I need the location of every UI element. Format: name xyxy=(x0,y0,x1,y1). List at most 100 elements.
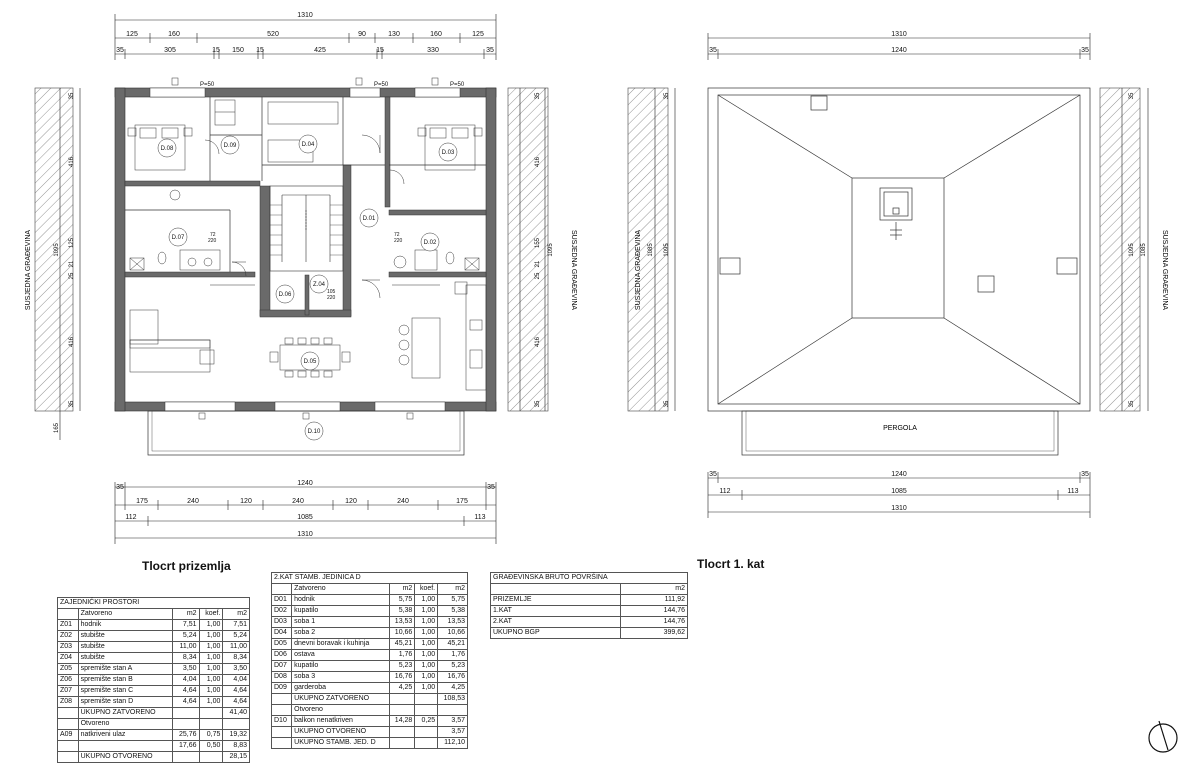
table-cell: 16,76 xyxy=(388,671,416,683)
table-cell: 1,00 xyxy=(198,619,224,631)
table-cell: 1,00 xyxy=(414,660,439,672)
table-cell: D02 xyxy=(270,605,293,617)
left-top-dim: 520 xyxy=(267,31,279,38)
table-cell: spremište stan D xyxy=(77,696,173,708)
table-cell: soba 1 xyxy=(291,616,390,628)
table-cell: 3,57 xyxy=(437,726,468,738)
table-cell xyxy=(57,707,79,719)
table-cell: 25,76 xyxy=(171,729,200,741)
table-cell: 1,00 xyxy=(414,627,439,639)
left-top-dim: 125 xyxy=(472,31,484,38)
table-cell: 11,00 xyxy=(171,641,200,653)
room-label-d02: D.02 xyxy=(424,240,437,246)
table-cell: 19,32 xyxy=(222,729,250,741)
table-cell xyxy=(171,751,200,763)
table-cell xyxy=(171,707,200,719)
left-top-dim: 425 xyxy=(314,47,326,54)
left-top-dim: 160 xyxy=(168,31,180,38)
table-cell xyxy=(388,693,416,705)
table-cell: spremište stan C xyxy=(77,685,173,697)
left-bottom-dim: 1085 xyxy=(297,514,313,521)
table-cell: 2.KAT STAMB. JEDINICA D xyxy=(271,572,468,584)
table-cell: stubište xyxy=(77,652,173,664)
left-side-dim: 416 xyxy=(69,156,75,167)
neighbor-building-hatch-right xyxy=(507,87,549,412)
left-side-dim: 416 xyxy=(69,336,75,347)
right-bottom-dim: 1240 xyxy=(891,471,907,478)
right-plan-side-dim: 1095 xyxy=(1129,243,1135,257)
table-cell: 399,62 xyxy=(620,627,688,639)
right-bottom-dim: 35 xyxy=(1081,471,1089,478)
table-cell: ZAJEDNIČKI PROSTORI xyxy=(57,597,250,609)
table-cell: D08 xyxy=(270,671,293,683)
table-cell: 10,66 xyxy=(388,627,416,639)
table-cell: 4,64 xyxy=(222,696,250,708)
table-cell: 1,76 xyxy=(388,649,416,661)
left-bottom-dim: 240 xyxy=(397,498,409,505)
left-side-dim: 35 xyxy=(69,92,75,99)
pergola-outline xyxy=(741,410,1059,456)
table-cell: 45,21 xyxy=(388,638,416,650)
left-bottom-dim: 35 xyxy=(116,484,124,491)
table-cell: 1,00 xyxy=(198,696,224,708)
left-top-dim: 35 xyxy=(486,47,494,54)
table-cell: Z05 xyxy=(57,663,79,675)
table-cell: m2 xyxy=(437,583,468,595)
door-size-label: 220 xyxy=(394,238,403,244)
room-label-z04: Z.04 xyxy=(313,282,326,288)
left-top-dim: 125 xyxy=(126,31,138,38)
table-cell: spremište stan B xyxy=(77,674,173,686)
table-cell: 1,76 xyxy=(437,649,468,661)
table-cell: PRIZEMLJE xyxy=(489,594,622,606)
table-cell xyxy=(489,583,622,595)
table-cell: 5,23 xyxy=(437,660,468,672)
left-side-dim: 125 xyxy=(69,237,75,248)
pergola-label: PERGOLA xyxy=(883,425,917,432)
table-cell: 3,50 xyxy=(171,663,200,675)
table-cell: 11,00 xyxy=(222,641,250,653)
table-cell: 0,50 xyxy=(198,740,224,752)
table-cell: 8,34 xyxy=(222,652,250,664)
left-plan-title: Tlocrt prizemlja xyxy=(142,559,231,573)
table-cell: D04 xyxy=(270,627,293,639)
table-cell xyxy=(388,737,416,749)
table-cell: 3,57 xyxy=(437,715,468,727)
table-cell: balkon nenatkriven xyxy=(291,715,390,727)
table-cell xyxy=(198,718,224,730)
table-cell: natkriveni ulaz xyxy=(77,729,173,741)
neighbor-building-label: SUSJEDNA GRAĐEVINA xyxy=(25,230,32,310)
table-cell: UKUPNO ZATVORENO xyxy=(291,693,390,705)
left-bottom-dim: 113 xyxy=(474,514,485,521)
table-cell: 7,51 xyxy=(171,619,200,631)
table-cell: UKUPNO STAMB. JED. D xyxy=(291,737,390,749)
table-cell: Zatvoreno xyxy=(77,608,173,620)
table-cell xyxy=(171,718,200,730)
table-cell xyxy=(414,693,439,705)
left-top-dim: 90 xyxy=(358,31,366,38)
table-cell: 45,21 xyxy=(437,638,468,650)
table-cell: 41,40 xyxy=(222,707,250,719)
table-cell: 5,75 xyxy=(388,594,416,606)
table-cell: kupatilo xyxy=(291,660,390,672)
table-cell: D09 xyxy=(270,682,293,694)
right-plan-side-dim: 1095 xyxy=(664,243,670,257)
table-cell: stubište xyxy=(77,630,173,642)
left-top-dim: 130 xyxy=(388,31,400,38)
table-cell: UKUPNO BGP xyxy=(489,627,622,639)
table-cell: 1,00 xyxy=(414,616,439,628)
table-cell: Z04 xyxy=(57,652,79,664)
table-cell: GRAĐEVINSKA BRUTO POVRŠINA xyxy=(490,572,688,584)
table-cell: Otvoreno xyxy=(77,718,173,730)
table-cell: hodnik xyxy=(77,619,173,631)
table-cell: 4,64 xyxy=(171,685,200,697)
left-top-dim: 305 xyxy=(164,47,176,54)
